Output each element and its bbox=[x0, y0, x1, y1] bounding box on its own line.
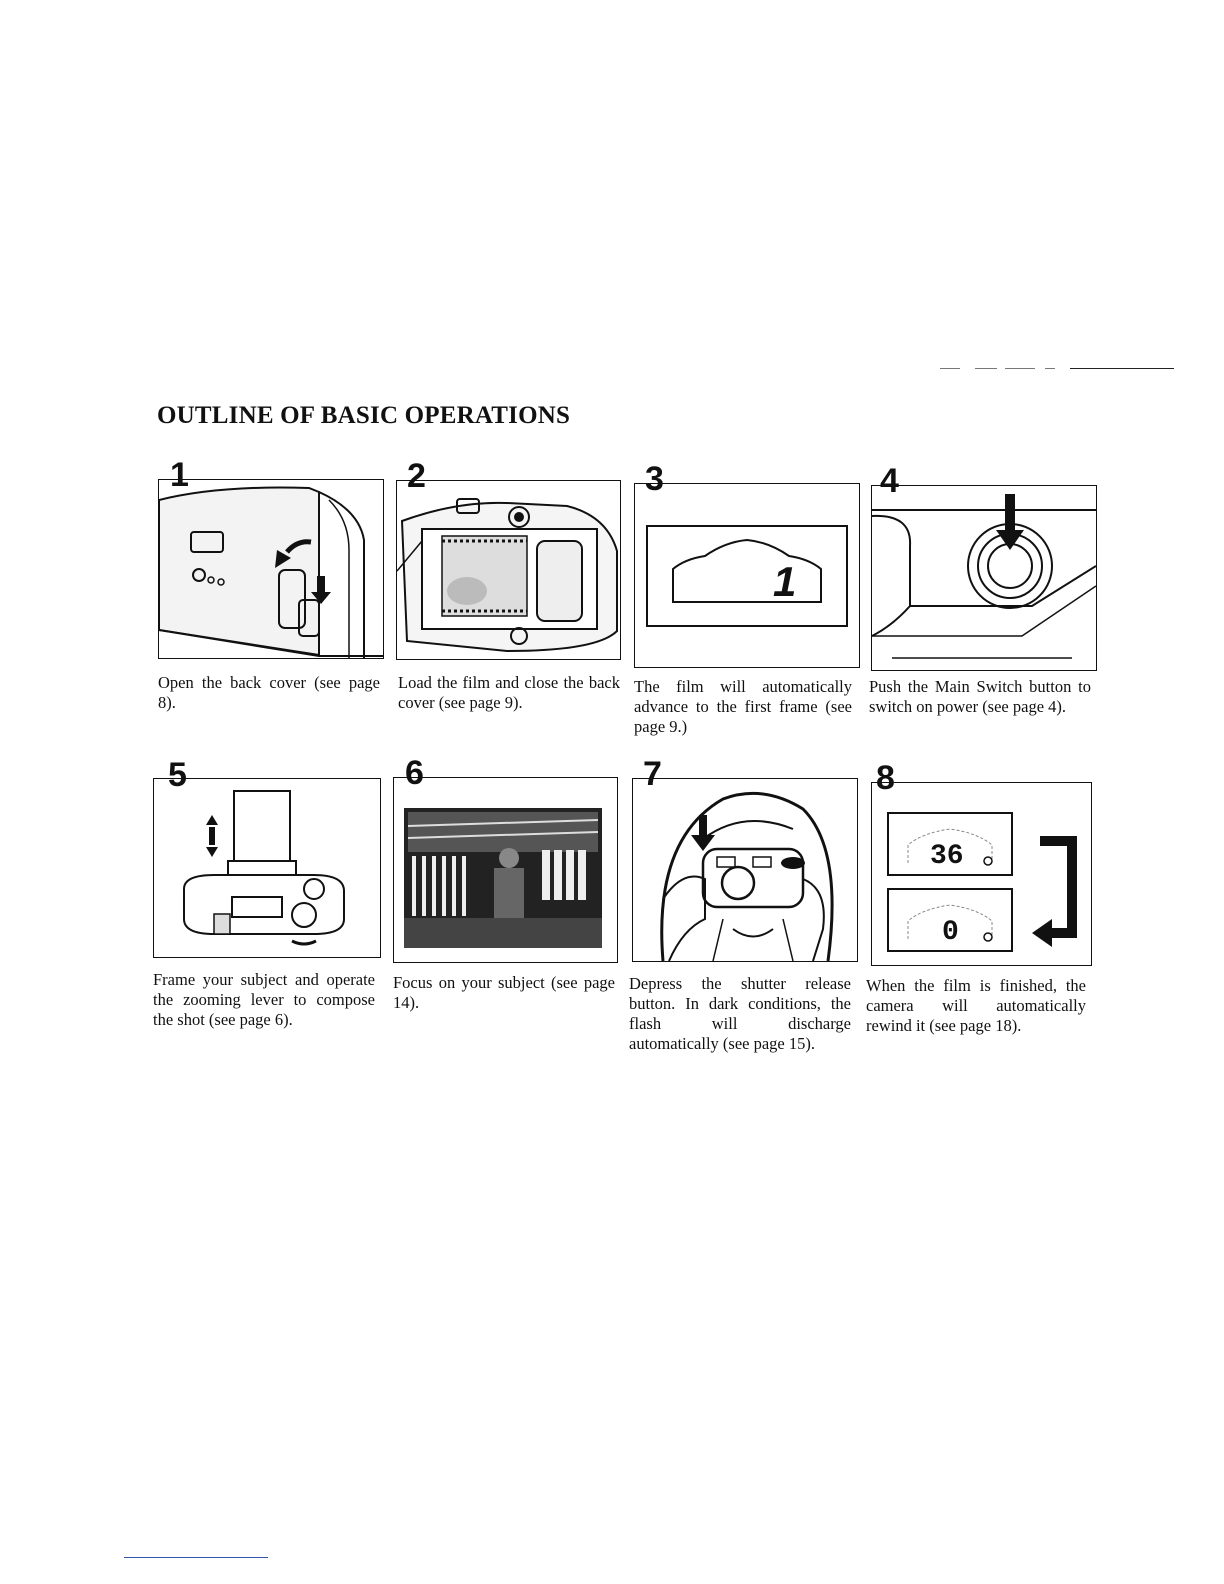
step-8-illustration: 36 0 bbox=[871, 782, 1092, 966]
page-title: OUTLINE OF BASIC OPERATIONS bbox=[157, 402, 571, 429]
lcd-frame-number: 1 bbox=[773, 558, 796, 605]
header-rule-dash bbox=[940, 368, 960, 369]
footer-rule bbox=[124, 1557, 268, 1558]
camera-back-cover-icon bbox=[159, 486, 383, 658]
step-5-illustration bbox=[153, 778, 381, 958]
step-number: 7 bbox=[643, 755, 662, 793]
step-number: 8 bbox=[876, 759, 895, 797]
step-number: 4 bbox=[880, 462, 899, 500]
step-caption: When the film is finished, the camera wi… bbox=[866, 976, 1086, 1035]
step-2-illustration bbox=[396, 480, 621, 660]
step-caption: Depress the shutter release button. In d… bbox=[629, 974, 851, 1053]
step-number: 3 bbox=[645, 460, 664, 498]
step-caption: The film will automatically advance to t… bbox=[634, 677, 852, 736]
viewfinder-scene-icon bbox=[404, 808, 602, 948]
step-number: 2 bbox=[407, 457, 426, 495]
rewind-counter-icon: 36 0 bbox=[887, 812, 1077, 952]
step-7-illustration bbox=[632, 778, 858, 962]
step-4-illustration bbox=[871, 485, 1097, 671]
step-caption: Open the back cover (see page 8). bbox=[158, 673, 380, 712]
step-3-illustration: 1 bbox=[634, 483, 860, 668]
step-number: 5 bbox=[168, 756, 187, 794]
step-caption: Load the film and close the back cover (… bbox=[398, 673, 620, 712]
step-caption: Push the Main Switch button to switch on… bbox=[869, 677, 1091, 716]
lcd-counter-icon: 1 bbox=[646, 525, 848, 627]
header-rule-dash bbox=[1045, 368, 1055, 369]
header-rule-dash bbox=[1005, 368, 1035, 369]
person-taking-photo-icon bbox=[660, 791, 834, 961]
lcd-counter-bottom: 0 bbox=[942, 917, 959, 948]
main-switch-icon bbox=[872, 494, 1096, 659]
header-rule-dash bbox=[975, 368, 997, 369]
step-6-illustration bbox=[393, 777, 618, 963]
lcd-counter-top: 36 bbox=[930, 841, 964, 872]
zoom-lens-icon bbox=[183, 790, 345, 946]
film-loading-icon bbox=[397, 498, 618, 653]
header-rule bbox=[1070, 368, 1174, 369]
step-caption: Focus on your subject (see page 14). bbox=[393, 973, 615, 1012]
step-number: 6 bbox=[405, 754, 424, 792]
step-1-illustration bbox=[158, 479, 384, 659]
step-number: 1 bbox=[170, 456, 189, 494]
step-caption: Frame your subject and operate the zoomi… bbox=[153, 970, 375, 1029]
